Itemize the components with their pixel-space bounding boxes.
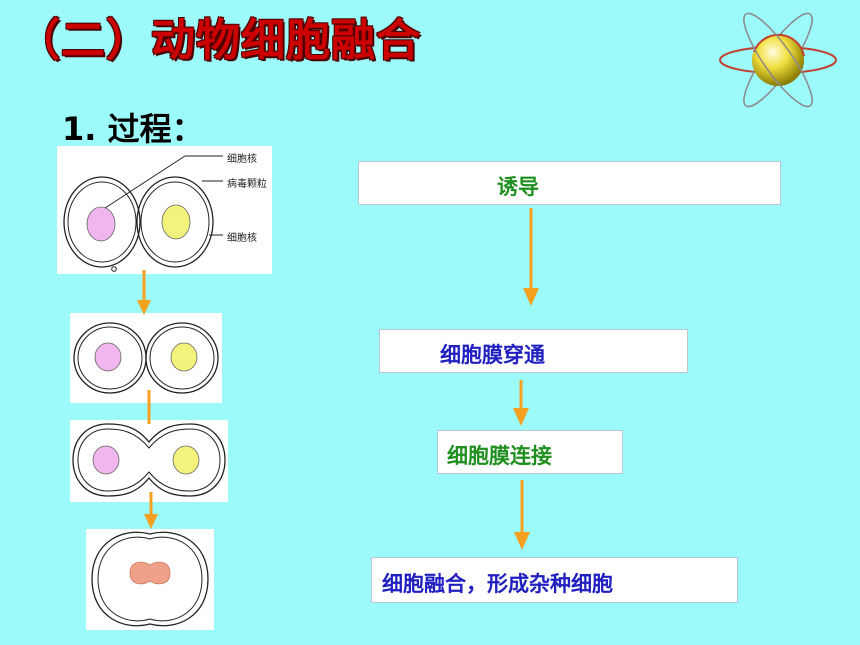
step-membrane-connect-label: 细胞膜连接 [447, 444, 552, 468]
fused-cell-panel [86, 529, 214, 630]
section-subtitle: 1. 过程： [62, 110, 204, 148]
arrow-right-2 [513, 380, 529, 426]
arrow-left-2 [147, 390, 151, 424]
step-membrane-perforate-box: 细胞膜穿通 [379, 329, 688, 373]
step-induce-box: 诱导 [358, 161, 781, 205]
step-hybrid-cell-box: 细胞融合，形成杂种细胞 [371, 557, 738, 603]
label-nucleus-top: 细胞核 [227, 154, 257, 165]
cells-contact-panel [70, 313, 222, 403]
page-title: （二）动物细胞融合 [16, 15, 421, 66]
label-virus-particle: 病毒颗粒 [227, 179, 267, 190]
cells-with-virus-panel [57, 146, 272, 274]
step-hybrid-cell-label: 细胞融合，形成杂种细胞 [382, 572, 613, 596]
label-nucleus-right: 细胞核 [227, 233, 257, 244]
step-membrane-connect-box: 细胞膜连接 [437, 430, 623, 474]
arrow-left-1 [137, 270, 151, 315]
arrow-right-3 [514, 480, 530, 550]
arrow-left-3 [144, 492, 158, 529]
step-membrane-perforate-label: 细胞膜穿通 [440, 343, 545, 367]
globe-icon [719, 12, 837, 108]
arrow-right-1 [523, 208, 539, 306]
step-induce-label: 诱导 [497, 175, 539, 199]
cells-connected-panel [70, 420, 228, 502]
